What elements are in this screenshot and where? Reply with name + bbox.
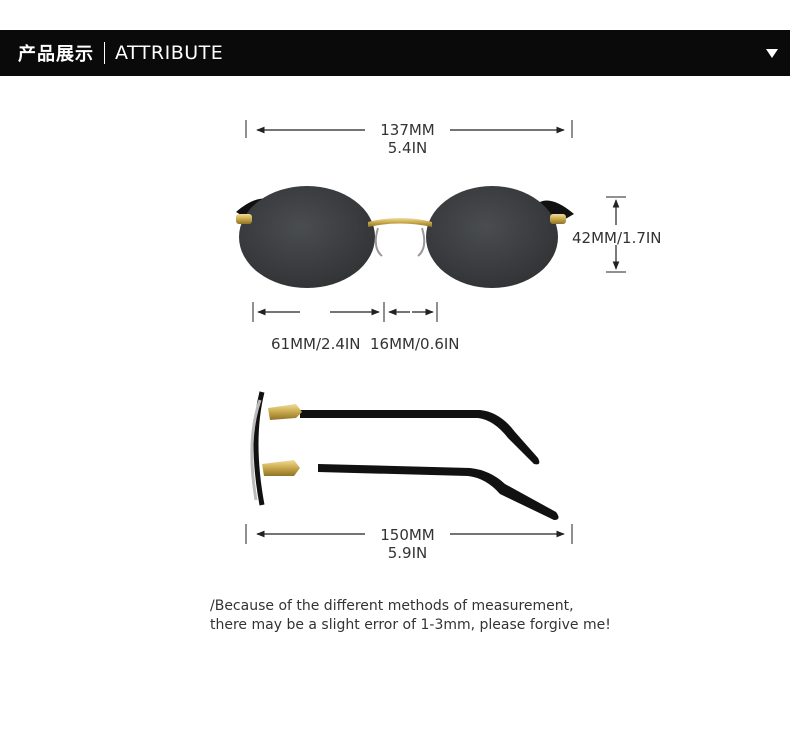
temple-length-mm: 150MM <box>380 526 435 544</box>
total-width-in: 5.4IN <box>387 139 428 157</box>
header-title-cn: 产品展示 <box>18 44 94 65</box>
caret-down-icon[interactable] <box>766 49 778 58</box>
header-divider <box>104 42 105 64</box>
total-width-dimension <box>245 120 573 138</box>
section-header: 产品展示 ATTRIBUTE <box>0 30 790 76</box>
measurement-note: /Because of the different methods of mea… <box>210 597 611 635</box>
header-title-en: ATTRIBUTE <box>115 42 224 64</box>
glasses-front-view <box>236 186 574 288</box>
temple-length-dimension <box>245 524 573 544</box>
bridge-width-label: 16MM/0.6IN <box>370 335 460 353</box>
note-line-2: there may be a slight error of 1-3mm, pl… <box>210 617 611 633</box>
temple-length-in: 5.9IN <box>387 544 428 562</box>
total-width-mm: 137MM <box>380 121 435 139</box>
lens-width-label: 61MM/2.4IN <box>271 335 361 353</box>
lens-bridge-dimension <box>252 302 438 322</box>
temple-length-label: 150MM 5.9IN <box>360 526 455 562</box>
glasses-side-view <box>250 391 559 520</box>
note-line-1: /Because of the different methods of mea… <box>210 598 574 614</box>
total-width-label: 137MM 5.4IN <box>360 121 455 157</box>
lens-height-dimension <box>606 196 626 273</box>
lens-height-label: 42MM/1.7IN <box>572 229 662 247</box>
